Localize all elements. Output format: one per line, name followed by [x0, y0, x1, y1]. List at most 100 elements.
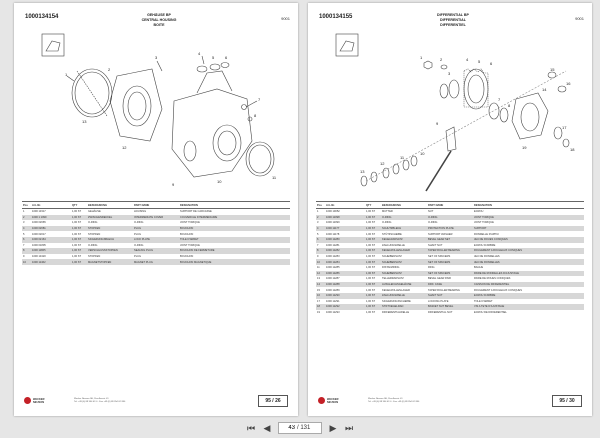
first-page-icon[interactable]: ⏮ [246, 422, 256, 433]
left-address: Wacker Neuson SE, Preußenstr. 41 Tel. +4… [74, 398, 126, 403]
right-part-number: 1000134155 [319, 14, 353, 20]
thumbnail-frame [41, 33, 65, 57]
cover-ring [71, 68, 113, 118]
right-footer: WACKER NEUSON Wacker Neuson SE, Preußens… [308, 388, 592, 416]
right-page: 1000134155 DIFFERENTIAL BP DIFFERENTIAL … [308, 3, 592, 416]
top-nut [423, 60, 433, 70]
callout-2: 2 [108, 67, 111, 72]
right-parts-table: Pos Art.-Nr. QTY BEZEICHNUNG PART NAME D… [316, 201, 584, 315]
brand-logo-icon [24, 397, 31, 404]
callout-17: 17 [562, 125, 567, 130]
thumbnail-vehicle-icon [339, 40, 355, 52]
callout-7: 7 [498, 97, 501, 102]
callout-13: 13 [360, 169, 365, 174]
callout-1: 1 [65, 72, 68, 77]
thumbnail-frame [335, 33, 359, 57]
callout-1: 1 [420, 55, 423, 60]
left-logo: WACKER NEUSON [24, 397, 45, 404]
callout-19: 19 [522, 145, 527, 150]
prev-page-icon[interactable]: ◀ [263, 422, 271, 433]
next-page-icon[interactable]: ▶ [329, 422, 337, 433]
callout-18: 18 [570, 147, 575, 152]
callout-5: 5 [212, 55, 215, 60]
callout-3: 3 [155, 55, 158, 60]
crown-gear [463, 68, 489, 110]
brand-logo-icon [318, 397, 325, 404]
left-page: 1000134154 GEHÄUSE BP CENTRAL HOUSING BO… [14, 3, 298, 416]
callout-14: 14 [542, 87, 547, 92]
page-number-input[interactable] [281, 425, 295, 431]
callout-8: 8 [254, 113, 257, 118]
left-title-de: GEHÄUSE BP [147, 13, 171, 17]
callout-4: 4 [466, 57, 469, 62]
callout-4: 4 [198, 51, 201, 56]
right-title-fr: DIFFERENTIEL [440, 23, 466, 27]
left-page-id: 9001 [281, 16, 290, 21]
intermediate-cover [109, 68, 163, 142]
central-housing-drawing: 1 2 3 4 5 6 7 8 9 10 11 12 13 [41, 33, 277, 187]
bearing-left [448, 79, 460, 99]
thumbnail-vehicle-icon [45, 40, 61, 52]
callout-5: 5 [478, 59, 481, 64]
callout-8: 8 [508, 103, 511, 108]
right-page-label: 95 / 30 [552, 395, 582, 407]
callout-3: 3 [448, 71, 451, 76]
callout-6: 6 [490, 61, 493, 66]
last-page-icon[interactable]: ⏭ [344, 422, 354, 433]
page-nav-toolbar: ⏮ ◀ / 131 ▶ ⏭ [0, 418, 600, 438]
left-page-label: 95 / 26 [258, 395, 288, 407]
callout-6: 6 [225, 55, 228, 60]
right-page-id: 9001 [575, 16, 584, 21]
right-table-header: Pos Art.-Nr. QTY BEZEICHNUNG PART NAME D… [316, 201, 584, 209]
callout-9: 9 [172, 182, 175, 187]
callout-11: 11 [400, 155, 405, 160]
page-number-field[interactable]: / 131 [278, 422, 322, 434]
callout-11: 11 [272, 175, 277, 180]
right-title-en: DIFFERENTIAL [440, 18, 466, 22]
callout-9: 9 [436, 121, 439, 126]
left-parts-table: Pos Art.-Nr. QTY BEZEICHNUNG PART NAME D… [22, 201, 290, 265]
right-seal-ring [245, 141, 275, 177]
callout-10: 10 [420, 151, 425, 156]
right-address: Wacker Neuson SE, Preußenstr. 41 Tel. +4… [368, 398, 420, 403]
differential-drawing: 1 2 3 4 5 6 7 8 9 10 11 12 13 14 15 16 1… [335, 33, 575, 192]
right-logo: WACKER NEUSON [318, 397, 339, 404]
callout-16: 16 [566, 81, 571, 86]
pinion-shaft [445, 126, 457, 152]
left-table-header: Pos Art.-Nr. QTY BEZEICHNUNG PART NAME D… [22, 201, 290, 209]
left-title-en: CENTRAL HOUSING [141, 18, 177, 22]
main-housing [171, 88, 253, 178]
callout-13: 13 [82, 119, 87, 124]
callout-2: 2 [440, 57, 443, 62]
